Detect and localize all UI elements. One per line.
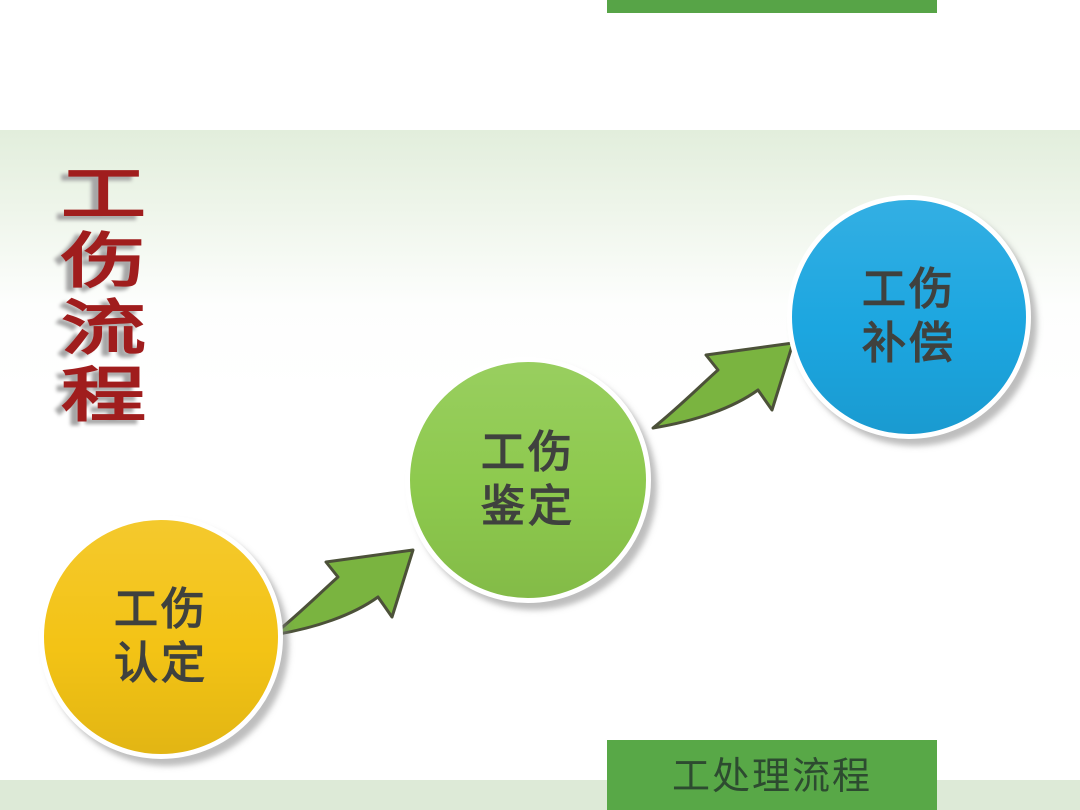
- step-circle-rending: 工伤 认定: [39, 515, 283, 759]
- step-circle-jianding: 工伤 鉴定: [405, 357, 651, 603]
- step-label: 工伤 鉴定: [481, 426, 575, 533]
- slide-title: 工伤流程: [60, 162, 147, 429]
- footer-bar: 工处理流程: [607, 740, 937, 810]
- top-accent-bar: [607, 0, 937, 13]
- step-label: 工伤 补偿: [862, 263, 956, 370]
- step-label-line-2: 认定: [114, 639, 208, 688]
- footer-label: 工处理流程: [671, 755, 872, 798]
- step-label-line-1: 工伤: [114, 585, 208, 635]
- arrow-up-right-shape: [651, 341, 795, 430]
- step-label: 工伤 认定: [114, 583, 208, 690]
- flow-arrow-icon: [271, 548, 415, 637]
- step-label-line-1: 工伤: [481, 428, 575, 478]
- step-label-line-2: 鉴定: [481, 482, 575, 531]
- step-label-line-2: 补偿: [862, 319, 956, 368]
- arrow-up-right-shape: [271, 548, 415, 637]
- flow-arrow-icon: [651, 341, 795, 430]
- step-label-line-1: 工伤: [862, 265, 956, 315]
- step-circle-buchang: 工伤 补偿: [787, 195, 1031, 439]
